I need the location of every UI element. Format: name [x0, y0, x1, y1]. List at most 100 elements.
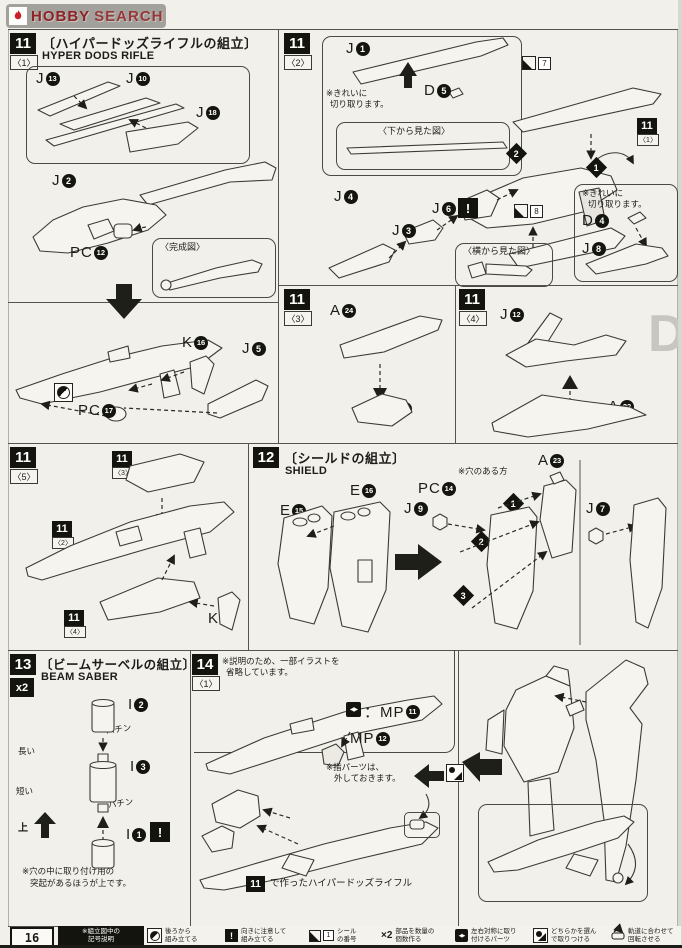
- mirror-parts-icon: ◀▶: [455, 929, 468, 942]
- big-down-arrow: [106, 284, 142, 319]
- legend-item-behind: 後ろから組み立てる: [144, 926, 226, 945]
- x2-badge: x2: [10, 678, 34, 697]
- legend-title: ※組立図中の 記号説明: [58, 926, 144, 945]
- substep-14: 〈1〉: [192, 676, 220, 691]
- title-jp-11-1: 〔ハイパードッズライフルの組立〕: [42, 36, 258, 51]
- substep-11-5: 〈5〉: [10, 469, 38, 484]
- mirror-parts-icon: ◀▶: [346, 702, 361, 717]
- saber-note-1: ※穴の中に取り付け用の: [22, 866, 115, 876]
- j12-a22-illustration: [470, 295, 670, 435]
- backpack-mount-illustration: [462, 650, 682, 926]
- rifle-main-assembly-illustration: [281, 30, 682, 288]
- divider: [8, 650, 678, 651]
- substep-11-3: 〈3〉: [284, 311, 312, 326]
- scan-edge: [678, 0, 682, 948]
- side-view-box: [455, 243, 553, 287]
- divider: [190, 650, 191, 926]
- long-label: 長い: [18, 746, 36, 756]
- illustration-note-1: ※説明のため、一部イラストを: [222, 656, 340, 666]
- made-in-step-badge: 11: [246, 876, 265, 892]
- big-left-arrow: [414, 764, 444, 788]
- divider: [455, 285, 456, 443]
- scan-artifact: D: [648, 305, 682, 363]
- legend-item-x2: ×2 部品を数量の個数作る: [378, 926, 456, 945]
- title-en-12: SHIELD: [285, 465, 328, 477]
- rotate-detail-box: [478, 804, 648, 902]
- x2-icon: ×2: [381, 930, 393, 941]
- beam-saber-parts-illustration: [60, 690, 180, 890]
- divider: [8, 443, 678, 444]
- finger-note-1: ※指パーツは、: [326, 762, 384, 772]
- step-badge-11-5: 11: [10, 447, 36, 468]
- side-view-label: 〈横から見た図〉: [463, 246, 536, 256]
- legend-item-seal: 1 シールの番号: [306, 926, 382, 945]
- hole-side-note: ※穴のある方: [458, 466, 508, 476]
- step-badge-12: 12: [253, 447, 279, 468]
- title-en-13: BEAM SABER: [41, 671, 118, 683]
- divider: [278, 285, 678, 286]
- logo-text-hobby: HOBBY: [31, 7, 91, 25]
- choose-either-icon: [533, 928, 548, 943]
- rotate-icon: [611, 923, 625, 942]
- divider: [677, 29, 678, 926]
- completed-view-label: 〈完成図〉: [160, 242, 206, 252]
- pc12-polycap-illustration: [106, 223, 143, 246]
- step-badge-13: 13: [10, 654, 36, 675]
- up-arrow: [34, 812, 56, 838]
- parts-callout-box: [26, 66, 250, 164]
- rifle-grip-illustration: [194, 676, 456, 888]
- receiver-illustration: [28, 185, 178, 263]
- divider: [248, 443, 249, 650]
- legend-item-choose: どちらかを選んで取りつける: [530, 926, 612, 945]
- rifle-assembly-illustration: [12, 318, 278, 438]
- bottom-view-label: 〈下から見た図〉: [378, 126, 451, 136]
- side-view-part-illustration: [462, 258, 542, 282]
- finger-note-2: 外しておきます。: [334, 773, 401, 783]
- divider: [8, 302, 278, 303]
- hand-icon: [408, 816, 434, 832]
- cut-note-2b: 切り取ります。: [588, 199, 647, 209]
- completed-barrel-illustration: [156, 256, 270, 294]
- rifle-final-assembly-illustration: [12, 450, 247, 646]
- seal-icon-7: 7: [522, 56, 551, 70]
- seal-icon-8: 8: [514, 204, 543, 218]
- assemble-from-behind-icon: [147, 928, 162, 943]
- title-jp-13: 〔ビームサーベルの組立〕: [40, 658, 196, 672]
- divider: [8, 29, 9, 926]
- ref-badge-11-4: 11〈4〉: [64, 610, 86, 638]
- cut-note-1: ※きれいに: [326, 88, 368, 98]
- legend-item-mirror: ◀▶ 左右対称に取り付けるパーツ: [452, 926, 534, 945]
- substep-11-4: 〈4〉: [459, 311, 487, 326]
- warning-icon: !: [458, 198, 478, 218]
- title-jp-12: 〔シールドの組立〕: [284, 451, 406, 466]
- divider: [8, 29, 678, 30]
- bottom-view-box: [336, 122, 510, 170]
- short-label: 短い: [16, 786, 34, 796]
- ref-badge-11-1: 11 〈1〉: [637, 118, 659, 146]
- step-badge-11-1: 11: [10, 33, 36, 54]
- step-badge-11-2: 11: [284, 33, 310, 54]
- illustration-note-2: 省略しています。: [226, 667, 293, 677]
- up-label: 上: [18, 823, 28, 834]
- legend-item-orientation: ! 向きに注意して組み立てる: [222, 926, 310, 945]
- d4-j8-parts-illustration: [576, 186, 674, 278]
- cut-note-2: 切り取ります。: [330, 99, 389, 109]
- d4-j8-callout-box: [574, 184, 678, 282]
